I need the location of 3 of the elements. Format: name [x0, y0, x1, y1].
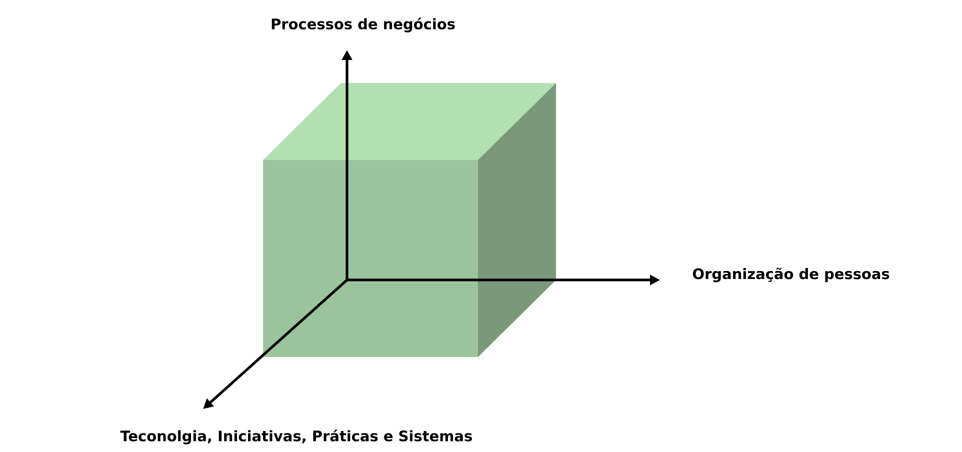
axis-label: Processos de negócios — [272, 18, 455, 32]
axis-label: Teconolgia, Iniciativas, Práticas e Sistemas — [120, 430, 472, 444]
axis-label: Organização de pessoas — [692, 268, 890, 282]
